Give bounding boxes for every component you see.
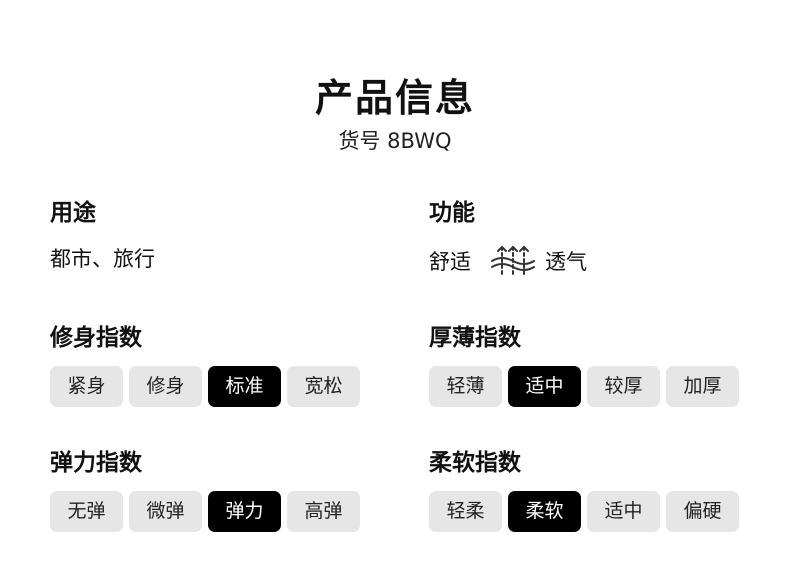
usage-section: 用途 都市、旅行	[50, 198, 380, 274]
page-header: 产品信息 货号 8BWQ	[0, 72, 790, 156]
fit-option-standard[interactable]: 标准	[208, 366, 281, 407]
softness-index-title: 柔软指数	[429, 450, 521, 476]
thickness-option-thick[interactable]: 较厚	[587, 366, 660, 407]
softness-option-moderate[interactable]: 适中	[587, 491, 660, 532]
fit-option-tight[interactable]: 紧身	[50, 366, 123, 407]
fit-index-section: 修身指数 紧身 修身 标准 宽松	[50, 323, 380, 407]
softness-option-gentle[interactable]: 轻柔	[429, 491, 502, 532]
elasticity-index-section: 弹力指数 无弹 微弹 弹力 高弹	[50, 448, 380, 532]
elasticity-index-title: 弹力指数	[50, 450, 142, 476]
function-item-comfort: 舒适	[429, 250, 471, 274]
thickness-index-section: 厚薄指数 轻薄 适中 较厚 加厚	[429, 323, 759, 407]
function-text: 舒适 透气	[429, 244, 759, 280]
product-sku: 货号 8BWQ	[338, 129, 452, 153]
thickness-option-extra-thick[interactable]: 加厚	[666, 366, 739, 407]
softness-index-section: 柔软指数 轻柔 柔软 适中 偏硬	[429, 448, 759, 532]
thickness-option-medium[interactable]: 适中	[508, 366, 581, 407]
usage-text: 都市、旅行	[50, 244, 380, 274]
breathable-icon	[489, 244, 537, 280]
fit-option-loose[interactable]: 宽松	[287, 366, 360, 407]
elasticity-options: 无弹 微弹 弹力 高弹	[50, 491, 380, 532]
thickness-options: 轻薄 适中 较厚 加厚	[429, 366, 759, 407]
fit-options: 紧身 修身 标准 宽松	[50, 366, 380, 407]
fit-option-slim[interactable]: 修身	[129, 366, 202, 407]
function-title: 功能	[429, 200, 475, 226]
softness-option-firm[interactable]: 偏硬	[666, 491, 739, 532]
fit-index-title: 修身指数	[50, 325, 142, 351]
page-title: 产品信息	[314, 76, 475, 120]
usage-title: 用途	[50, 200, 96, 226]
elasticity-option-stretch[interactable]: 弹力	[208, 491, 281, 532]
elasticity-option-high[interactable]: 高弹	[287, 491, 360, 532]
softness-option-soft[interactable]: 柔软	[508, 491, 581, 532]
function-item-breathable: 透气	[545, 250, 587, 274]
thickness-index-title: 厚薄指数	[429, 325, 521, 351]
elasticity-option-slight[interactable]: 微弹	[129, 491, 202, 532]
thickness-option-light[interactable]: 轻薄	[429, 366, 502, 407]
usage-value: 都市、旅行	[50, 247, 155, 271]
function-section: 功能 舒适 透气	[429, 198, 759, 280]
softness-options: 轻柔 柔软 适中 偏硬	[429, 491, 759, 532]
elasticity-option-none[interactable]: 无弹	[50, 491, 123, 532]
